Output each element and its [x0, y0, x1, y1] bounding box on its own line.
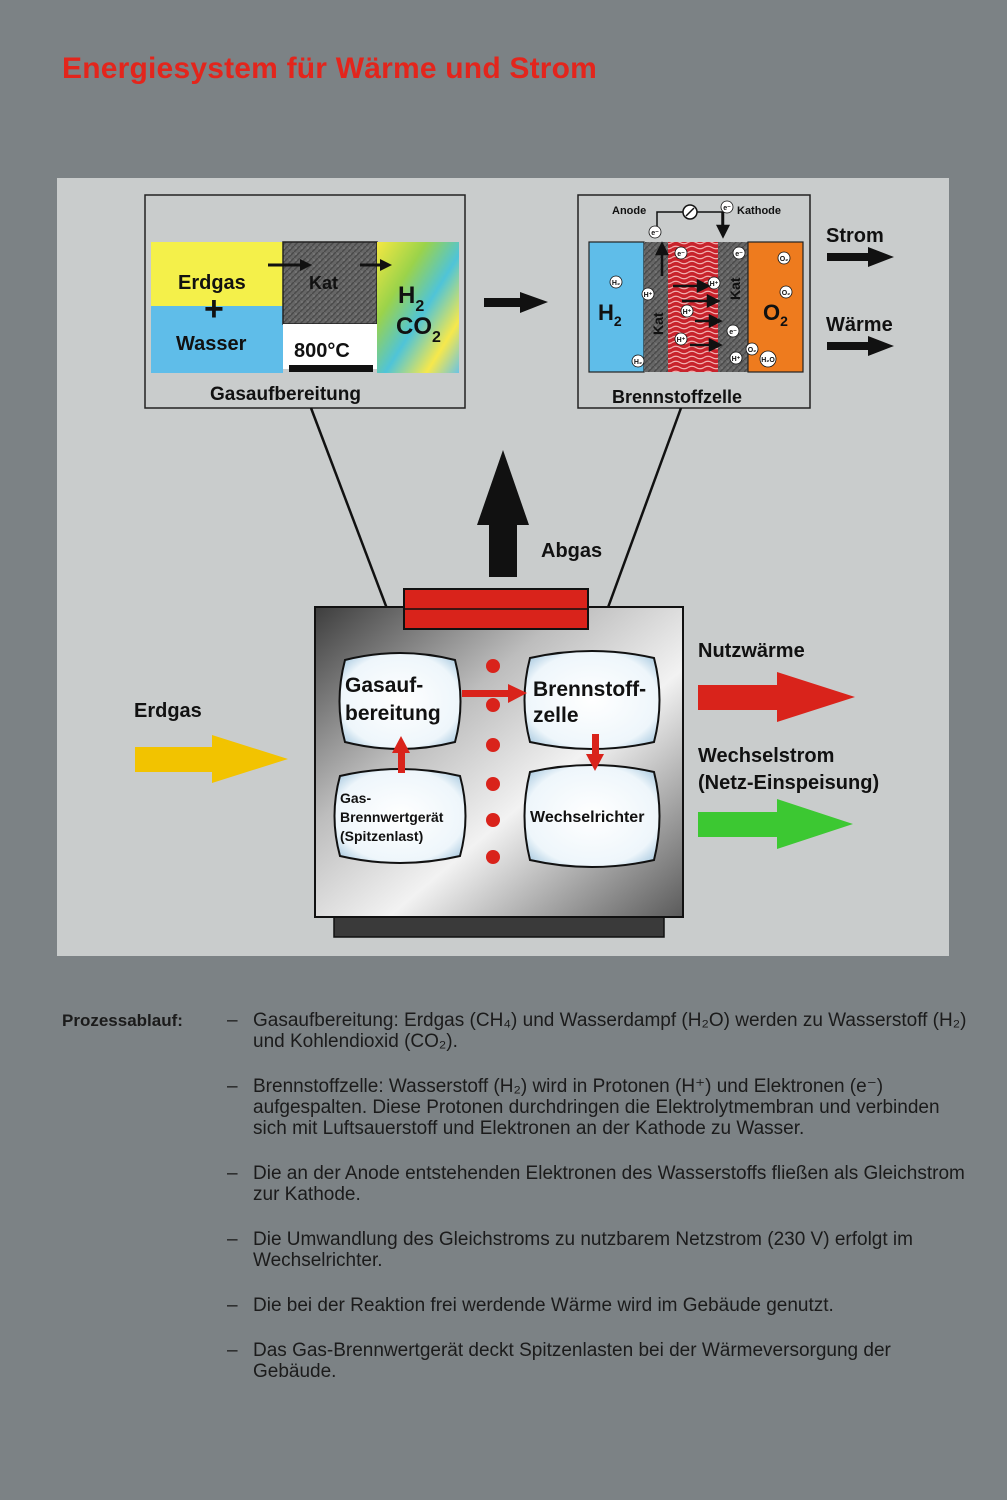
kat-label: Kat: [309, 273, 338, 293]
svg-text:H⁺: H⁺: [644, 292, 653, 299]
strom-arrow-icon: [827, 247, 894, 267]
abgas-arrow-icon: [477, 450, 529, 577]
list-item: –Die an der Anode entstehenden Elektrone…: [227, 1163, 965, 1205]
svg-text:bereitung: bereitung: [345, 702, 441, 725]
brennwertgeraet-module: [333, 768, 467, 864]
diagram: Erdgas + Wasser Kat 800°C H2 CO2 Gasaufb…: [134, 194, 894, 938]
svg-text:H₂: H₂: [634, 359, 642, 366]
cell-o2-label: O: [763, 300, 780, 325]
gasaufbereitung-module: [338, 652, 462, 750]
svg-text:H2: H2: [598, 300, 622, 329]
list-item: –Die Umwandlung des Gleichstroms zu nutz…: [227, 1229, 913, 1271]
co2-label: CO: [396, 313, 432, 340]
strom-label: Strom: [826, 225, 884, 247]
erdgas-arrow-icon: [135, 735, 288, 783]
svg-text:e⁻: e⁻: [729, 329, 737, 336]
svg-text:O₂: O₂: [782, 290, 791, 297]
nutzwaerme-arrow-icon: [698, 672, 855, 722]
fuel-cell-box: Anode Kathode H2 O2 Kat Kat: [577, 194, 811, 409]
cathode-kat-label: Kat: [727, 277, 743, 300]
flow-arrow-icon: [462, 684, 527, 703]
svg-text:e⁻: e⁻: [651, 230, 659, 237]
energy-unit: Gasauf- bereitung Brennstoff- zelle Gas-…: [314, 588, 684, 938]
list-item: –Brennstoffzelle: Wasserstoff (H₂) wird …: [227, 1076, 940, 1139]
erdgas-input-label: Erdgas: [134, 700, 202, 722]
waerme-label: Wärme: [826, 314, 893, 336]
right-arrow-icon: [484, 292, 548, 313]
svg-text:H₂O: H₂O: [761, 357, 775, 364]
svg-text:e⁻: e⁻: [723, 205, 731, 212]
temperature-label: 800°C: [294, 340, 350, 362]
svg-text:Gas-: Gas-: [340, 790, 371, 806]
flow-arrow-icon: [392, 736, 410, 773]
anode-label: Anode: [612, 205, 646, 217]
abgas-label: Abgas: [541, 540, 602, 562]
svg-text:H2: H2: [398, 282, 424, 315]
anode-kat-label: Kat: [650, 312, 666, 335]
svg-text:H⁺: H⁺: [732, 356, 741, 363]
erdgas-label: Erdgas: [178, 272, 246, 294]
connector-line: [593, 407, 683, 644]
brennstoffzelle-module: [523, 650, 661, 750]
svg-text:Brennwertgerät: Brennwertgerät: [340, 809, 444, 825]
svg-text:H₂: H₂: [612, 280, 620, 287]
waerme-arrow-icon: [827, 336, 894, 356]
kathode-label: Kathode: [737, 205, 781, 217]
wechselrichter-module: [523, 764, 661, 868]
catalyst-block: [282, 241, 378, 325]
svg-text:H⁺: H⁺: [677, 337, 686, 344]
list-item: –Die bei der Reaktion frei werdende Wärm…: [227, 1295, 834, 1316]
svg-text:zelle: zelle: [533, 704, 579, 727]
h2-label: H: [398, 282, 415, 309]
svg-text:e⁻: e⁻: [677, 251, 685, 258]
svg-text:O2: O2: [763, 300, 788, 329]
plus-sign: +: [204, 290, 224, 328]
list-item: –Das Gas-Brennwertgerät deckt Spitzenlas…: [227, 1340, 891, 1382]
list-item: –Gasaufbereitung: Erdgas (CH₄) und Wasse…: [227, 1010, 967, 1052]
svg-text:H⁺: H⁺: [710, 281, 719, 288]
process-list: –Gasaufbereitung: Erdgas (CH₄) und Wasse…: [227, 1010, 967, 1406]
svg-text:CO2: CO2: [396, 313, 441, 346]
svg-text:O₂: O₂: [780, 256, 789, 263]
netz-einspeisung-label: (Netz-Einspeisung): [698, 772, 879, 794]
svg-text:Wechselrichter: Wechselrichter: [530, 809, 644, 826]
process-label: Prozessablauf:: [62, 1011, 183, 1030]
svg-text:H⁺: H⁺: [683, 309, 692, 316]
nutzwaerme-label: Nutzwärme: [698, 640, 805, 662]
membrane: [668, 242, 718, 372]
page-title: Energiesystem für Wärme und Strom: [62, 52, 598, 85]
fuel-cell-caption: Brennstoffzelle: [612, 387, 742, 407]
wechselstrom-arrow-icon: [698, 799, 853, 849]
svg-text:e⁻: e⁻: [735, 251, 743, 258]
cell-h2-label: H: [598, 300, 614, 325]
svg-text:(Spitzenlast): (Spitzenlast): [340, 828, 423, 844]
flow-arrow-icon: [586, 734, 604, 771]
svg-text:Brennstoff-: Brennstoff-: [533, 678, 646, 701]
connector-line: [309, 407, 402, 644]
svg-text:Gasauf-: Gasauf-: [345, 674, 423, 697]
svg-text:O₂: O₂: [748, 347, 757, 354]
wechselstrom-label: Wechselstrom: [698, 745, 834, 767]
wasser-label: Wasser: [176, 333, 247, 355]
gas-processing-box: Erdgas + Wasser Kat 800°C H2 CO2 Gasaufb…: [144, 194, 466, 409]
gas-processing-caption: Gasaufbereitung: [210, 384, 361, 405]
